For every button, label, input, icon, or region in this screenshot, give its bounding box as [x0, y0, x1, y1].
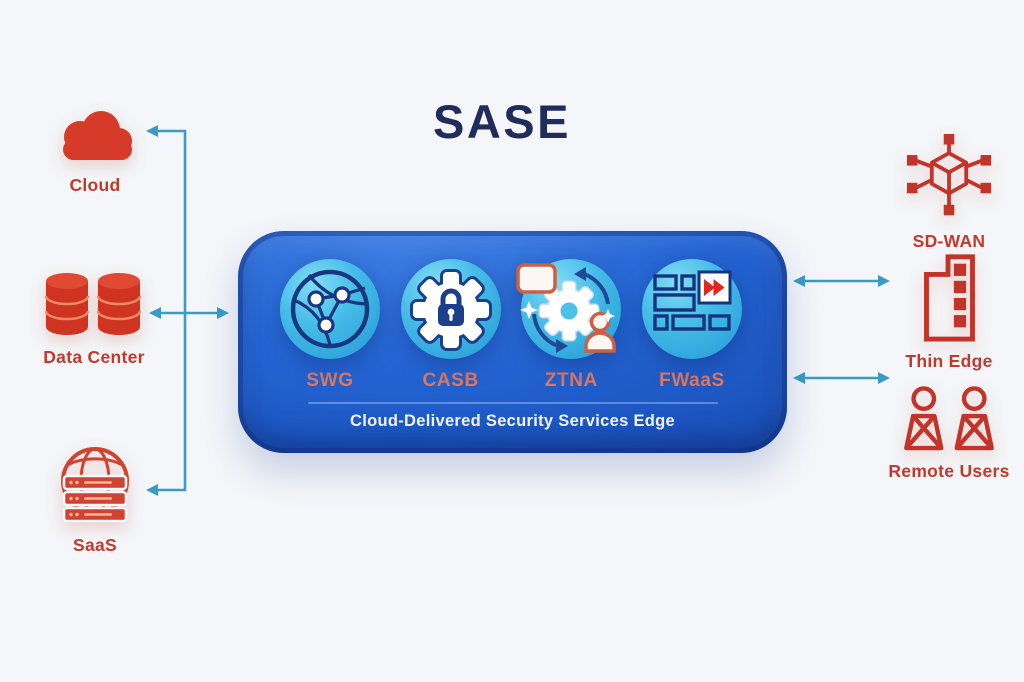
firewall-fastforward-icon — [641, 259, 742, 359]
saas-label: SaaS — [72, 535, 117, 555]
swg-label: SWG — [306, 370, 354, 391]
casb-label: CASB — [422, 370, 479, 391]
left-connector-line — [158, 129, 187, 492]
sse-box: SWG — [238, 231, 787, 453]
service-ztna: ZTNA — [516, 259, 622, 392]
node-remote-users: Remote Users — [886, 386, 1012, 482]
node-thin-edge: Thin Edge — [900, 250, 998, 372]
sse-caption: Cloud-Delivered Security Services Edge — [349, 411, 676, 430]
fwaas-label: FWaaS — [659, 370, 725, 391]
arrowhead-to-box-bottom-right — [793, 372, 805, 384]
globe-network-icon — [280, 259, 380, 359]
casb-circle — [400, 259, 501, 359]
data-center-label: Data Center — [43, 347, 145, 367]
database-icon — [44, 273, 142, 335]
arrowhead-to-box-top-right — [793, 275, 805, 287]
service-casb: CASB — [400, 259, 501, 392]
gear-padlock-icon — [400, 259, 501, 359]
remote-users-label: Remote Users — [888, 461, 1010, 481]
fwaas-circle — [641, 259, 742, 359]
two-users-icon — [904, 386, 994, 451]
cloud-icon — [63, 111, 132, 160]
node-saas: SaaS — [42, 444, 148, 556]
page-title: SASE — [433, 95, 571, 148]
ztna-label: ZTNA — [544, 370, 598, 391]
service-fwaas: FWaaS — [641, 259, 742, 392]
swg-circle — [280, 259, 380, 359]
arrowhead-to-thin-edge — [878, 275, 890, 287]
ztna-circle — [516, 259, 622, 359]
gear-sync-user-icon — [516, 259, 622, 359]
saas-globe-servers-icon — [61, 447, 129, 523]
thin-edge-label: Thin Edge — [905, 351, 993, 371]
node-data-center: Data Center — [30, 272, 158, 368]
edge-building-icon — [924, 254, 975, 342]
node-cloud: Cloud — [40, 104, 150, 196]
node-sd-wan: SD-WAN — [896, 134, 1002, 252]
sdwan-network-cube-icon — [906, 134, 992, 216]
arrowhead-to-box-left — [217, 307, 229, 319]
service-swg: SWG — [280, 259, 380, 392]
sd-wan-label: SD-WAN — [912, 231, 986, 251]
arrowhead-to-remote-users — [878, 372, 890, 384]
cloud-label: Cloud — [69, 175, 121, 195]
sse-divider — [307, 402, 718, 404]
services-row: SWG — [238, 231, 787, 392]
